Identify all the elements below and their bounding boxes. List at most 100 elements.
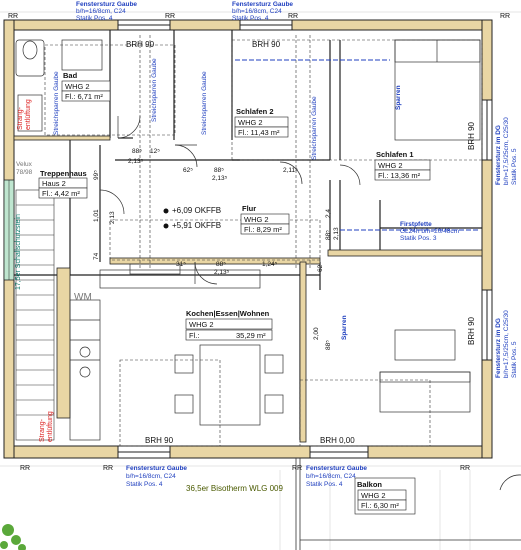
room-name: Schlafen 2 bbox=[236, 107, 274, 116]
room-name: Schlafen 1 bbox=[376, 150, 414, 159]
room-name: Kochen|Essen|Wohnen bbox=[186, 309, 270, 318]
room-whg: WHG 2 bbox=[189, 320, 214, 329]
room-whg: WHG 2 bbox=[65, 82, 90, 91]
dim-label: 2,13⁵ bbox=[214, 269, 230, 276]
kitchen-units bbox=[69, 263, 261, 441]
background-lines bbox=[0, 11, 521, 550]
strang-label: Strang- bbox=[39, 418, 46, 442]
firstpfette-line2: Statik Pos. 3 bbox=[400, 235, 437, 242]
sturz-title: Fenstersturz im DG bbox=[495, 125, 502, 185]
gaube-line2: Statik Pos. 4 bbox=[76, 15, 113, 22]
room-area-label: Fl.: bbox=[189, 331, 199, 340]
gaube-title: Fenstersturz Gaube bbox=[306, 465, 367, 472]
gaube-line1: b/h=16/8cm, C24 bbox=[306, 473, 356, 480]
wm-label: WM bbox=[74, 292, 92, 303]
rr-markers: RR RR RR RR RR RR RR RR bbox=[8, 13, 510, 472]
streich-label: Streichsparren Gaube bbox=[201, 71, 208, 135]
balcony-outline bbox=[295, 458, 521, 550]
brh-label: BRH 90 bbox=[467, 316, 476, 345]
sturz-line2: Statik Pos. 5 bbox=[511, 148, 518, 185]
beams bbox=[235, 59, 480, 231]
rr-label: RR bbox=[288, 13, 298, 20]
room-name: Flur bbox=[242, 204, 256, 213]
dim-label: 99⁵ bbox=[93, 170, 100, 180]
dim-label: 74 bbox=[93, 252, 100, 260]
dim-label: 2,13 bbox=[333, 227, 340, 240]
dim-label: 31⁵ bbox=[176, 261, 186, 268]
dim-label: 88⁵ bbox=[214, 167, 224, 174]
bottom-gaube-left-note: Fenstersturz Gaube b/h=16/8cm, C24 Stati… bbox=[126, 465, 187, 488]
rr-label: RR bbox=[165, 13, 175, 20]
room-whg: WHG 2 bbox=[238, 118, 263, 127]
room-kochen: Kochen|Essen|Wohnen WHG 2 Fl.: 35,29 m² bbox=[185, 309, 273, 341]
dashed-outlines bbox=[44, 35, 483, 447]
room-bad: Bad WHG 2 Fl.: 6,71 m² bbox=[61, 71, 111, 102]
room-whg: WHG 2 bbox=[361, 491, 386, 500]
strangentlueftung-top: Strang- entlüftung bbox=[17, 99, 32, 130]
dim-label: 1,01 bbox=[93, 209, 100, 222]
room-area-value: 35,29 m² bbox=[236, 331, 266, 340]
sparren-label: Sparren bbox=[395, 85, 402, 110]
room-area: Fl.: 6,30 m² bbox=[361, 501, 399, 510]
level-markers bbox=[163, 208, 169, 229]
firstpfette-line1: GL24h b/h=20/48cm bbox=[400, 228, 459, 235]
dim-label: 88⁵ bbox=[216, 261, 226, 268]
sparren-label: Sparren bbox=[341, 315, 348, 340]
velux-label: Velux bbox=[16, 161, 33, 168]
gaube-line2: Statik Pos. 4 bbox=[306, 481, 343, 488]
firstpfette-title: Firstpfette bbox=[400, 221, 432, 228]
room-area: Fl.: 8,29 m² bbox=[244, 225, 282, 234]
room-name: Balkon bbox=[357, 480, 382, 489]
strang-label: entlüftung bbox=[47, 411, 54, 442]
strangentlueftung-bottom: Strang- entlüftung bbox=[39, 411, 54, 442]
top-gaube-right-note: Fenstersturz Gaube b/h=16/8cm, C24 Stati… bbox=[232, 1, 293, 22]
velux-size: 78/98 bbox=[16, 169, 33, 176]
sturz-dg-bottom: Fenstersturz im DG b/h=17,5/25cm, C25/30… bbox=[495, 310, 518, 378]
room-name: Treppenhaus bbox=[40, 169, 87, 178]
dim-label: 88⁵ bbox=[325, 230, 332, 240]
dim-label: 12⁵ bbox=[150, 148, 160, 155]
rr-label: RR bbox=[20, 465, 30, 472]
gaube-line1: b/h=16/8cm, C24 bbox=[126, 473, 176, 480]
landscape-plants bbox=[0, 524, 26, 550]
rr-label: RR bbox=[292, 465, 302, 472]
dim-label: 2,00 bbox=[313, 327, 320, 340]
brh-label: BRH 90 bbox=[145, 436, 174, 445]
sturz-line1: b/h=17,5/25cm, C25/30 bbox=[503, 310, 510, 378]
dim-label: 2,13⁵ bbox=[128, 158, 144, 165]
strang-label: entlüftung bbox=[25, 99, 32, 130]
sturz-line2: Statik Pos. 5 bbox=[511, 341, 518, 378]
room-area: Fl.: 11,43 m² bbox=[238, 128, 280, 137]
sturz-line1: b/h=17,5/25cm, C25/30 bbox=[503, 117, 510, 185]
bed bbox=[394, 39, 481, 141]
room-flur: Flur WHG 2 Fl.: 8,29 m² bbox=[240, 204, 290, 235]
windows-top bbox=[117, 19, 293, 31]
streich-label: Streichsparren Gaube bbox=[151, 58, 158, 122]
room-area: Fl.: 6,71 m² bbox=[65, 92, 103, 101]
room-balkon: Balkon WHG 2 Fl.: 6,30 m² bbox=[354, 477, 416, 515]
streich-label: Streichsparren Gaube bbox=[311, 96, 318, 160]
room-schlafen2: Schlafen 2 WHG 2 Fl.: 11,43 m² bbox=[234, 107, 289, 138]
gaube-line1: b/h=16/8cm, C24 bbox=[232, 8, 282, 15]
dim-label: 1,24⁵ bbox=[262, 261, 278, 268]
sofa bbox=[379, 329, 471, 413]
room-area: Fl.: 4,42 m² bbox=[42, 189, 80, 198]
brh-label: BRH 90 bbox=[126, 40, 155, 49]
dim-label: 2,11⁵ bbox=[283, 167, 298, 174]
sturz-dg-top: Fenstersturz im DG b/h=17,5/25cm, C25/30… bbox=[495, 117, 518, 185]
wall-note: 36,5er Bisotherm WLG 009 bbox=[186, 484, 283, 493]
level-label: +5,91 OKFFB bbox=[172, 221, 221, 230]
strang-label: Strang- bbox=[17, 106, 24, 130]
top-gaube-left-note: Fenstersturz Gaube b/h=16/8cm, C24 Stati… bbox=[76, 1, 137, 22]
dim-label: 2,13⁵ bbox=[212, 175, 228, 182]
room-schlafen1: Schlafen 1 WHG 2 Fl.: 13,36 m² bbox=[374, 150, 431, 181]
streich-label: Streichsparren Gaube bbox=[53, 71, 60, 135]
gaube-title: Fenstersturz Gaube bbox=[76, 1, 137, 8]
gaube-line2: Statik Pos. 4 bbox=[126, 481, 163, 488]
gaube-title: Fenstersturz Gaube bbox=[232, 1, 293, 8]
dim-label: 62⁵ bbox=[183, 167, 193, 174]
dining-table bbox=[174, 344, 284, 426]
rr-label: RR bbox=[500, 13, 510, 20]
windows-bottom bbox=[117, 445, 369, 459]
bottom-gaube-right-note: Fenstersturz Gaube b/h=16/8cm, C24 Stati… bbox=[306, 465, 367, 488]
